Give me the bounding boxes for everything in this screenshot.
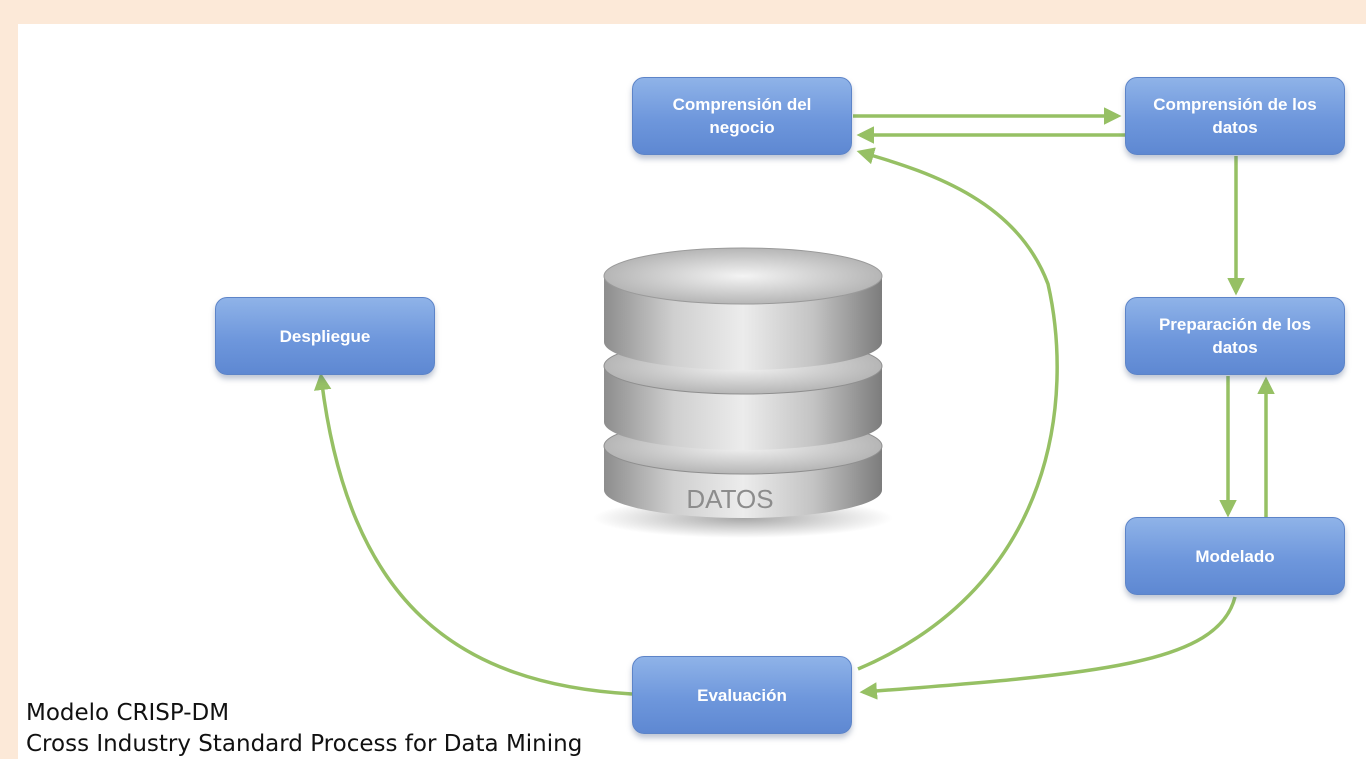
caption: Modelo CRISP-DM Cross Industry Standard … [26, 698, 582, 759]
node-data-preparation-label: Preparación de los datos [1158, 315, 1312, 357]
node-deployment-label: Despliegue [279, 326, 371, 346]
database-label: DATOS [686, 484, 773, 514]
node-data-preparation[interactable]: Preparación de los datos [1125, 297, 1345, 375]
node-modeling[interactable]: Modelado [1125, 517, 1345, 595]
arrows-layer: DATOS [313, 107, 1275, 700]
node-modeling-label: Modelado [1195, 546, 1275, 566]
arrow-evaluation-to-business [856, 147, 1059, 671]
caption-subtitle: Cross Industry Standard Process for Data… [26, 731, 583, 757]
node-business-understanding-label: Comprensión del negocio [672, 95, 812, 137]
node-evaluation-label: Evaluación [697, 685, 787, 705]
node-data-understanding[interactable]: Comprensión de los datos [1125, 77, 1345, 155]
arrow-evaluation-to-deployment [313, 372, 633, 696]
node-business-understanding[interactable]: Comprensión del negocio [632, 77, 852, 155]
node-data-understanding-label: Comprensión de los datos [1153, 95, 1317, 137]
arrow-modeling-to-evaluation [859, 596, 1237, 700]
caption-title: Modelo CRISP-DM [26, 700, 230, 726]
node-evaluation[interactable]: Evaluación [632, 656, 852, 734]
node-deployment[interactable]: Despliegue [215, 297, 435, 375]
database-icon [593, 247, 893, 538]
diagram-canvas: DATOS Comprensión del negocio Comprensió… [18, 24, 1366, 759]
